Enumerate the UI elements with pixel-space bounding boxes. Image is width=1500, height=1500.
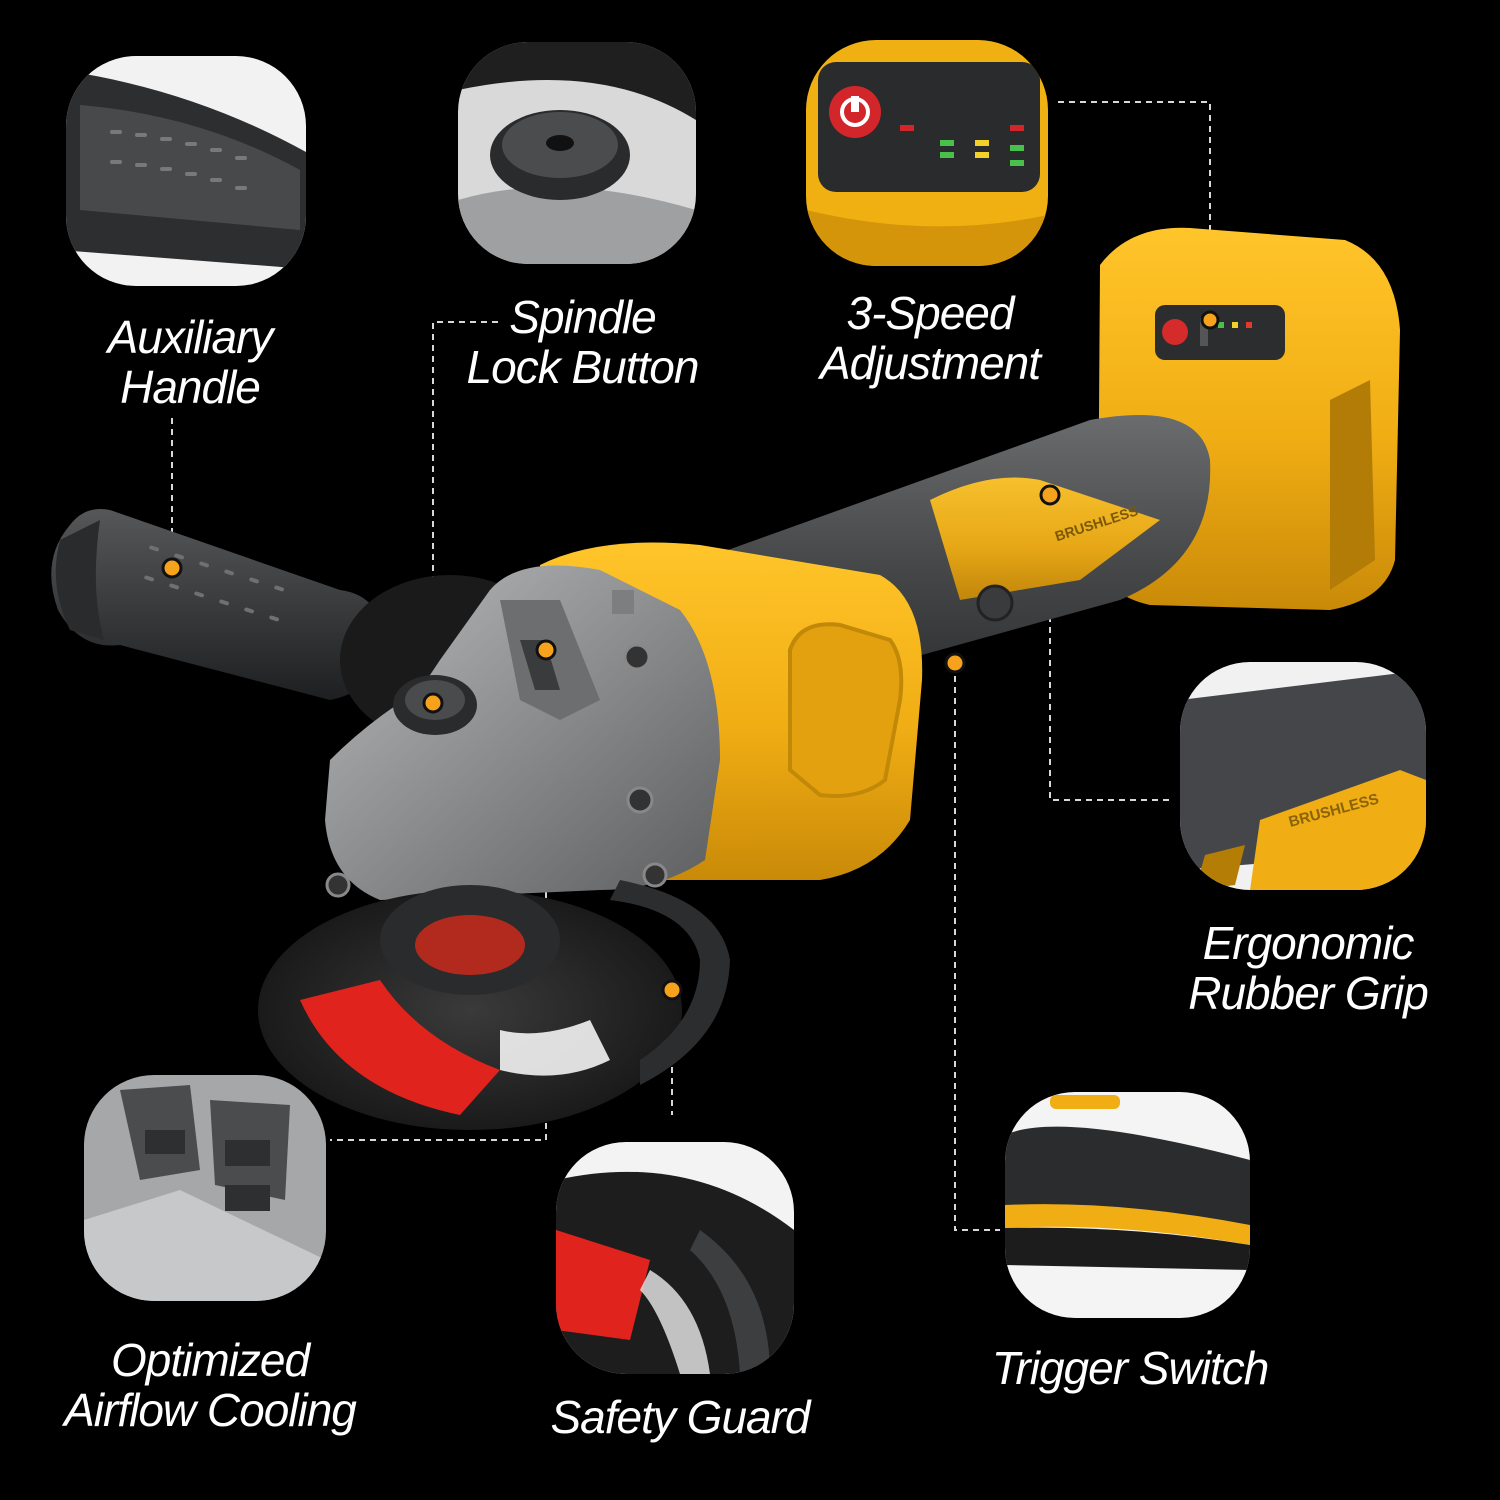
speed-adjustment-thumbnail (806, 40, 1048, 266)
spindle-lock-thumbnail (458, 42, 696, 264)
auxiliary-handle-label: Auxiliary Handle (90, 312, 290, 412)
auxiliary-handle-thumbnail (66, 56, 306, 286)
auxiliary-handle-label-line2: Handle (120, 361, 261, 413)
rubber-grip-label: Ergonomic Rubber Grip (1168, 918, 1448, 1018)
rubber-grip-label-line2: Rubber Grip (1188, 967, 1429, 1019)
airflow-cooling-thumbnail (84, 1075, 326, 1301)
leader-trigger-switch (954, 665, 1000, 1231)
rubber-grip-label-line1: Ergonomic (1202, 917, 1415, 969)
auxiliary-handle-label-line1: Auxiliary (107, 311, 274, 363)
auxiliary-handle-part (51, 509, 385, 700)
safety-guard-label-line1: Safety Guard (550, 1391, 810, 1443)
safety-guard-thumbnail (556, 1142, 794, 1374)
trigger-switch-label: Trigger Switch (970, 1343, 1290, 1393)
rubber-grip-thumbnail: BRUSHLESS (1180, 662, 1426, 890)
speed-adjustment-label: 3-Speed Adjustment (800, 288, 1060, 388)
spindle-lock-label-line2: Lock Button (466, 341, 700, 393)
trigger-switch-thumbnail (1005, 1092, 1250, 1318)
speed-adjustment-label-line1: 3-Speed (846, 287, 1015, 339)
trigger-switch-label-line1: Trigger Switch (991, 1342, 1270, 1394)
airflow-cooling-label-line1: Optimized (110, 1334, 310, 1386)
airflow-cooling-label-line2: Airflow Cooling (64, 1384, 357, 1436)
spindle-lock-label: Spindle Lock Button (450, 292, 715, 392)
spindle-lock-label-line1: Spindle (509, 291, 656, 343)
angle-grinder-illustration: BRUSHLESS (51, 227, 1400, 1130)
safety-guard-label: Safety Guard (530, 1392, 830, 1442)
speed-adjustment-label-line2: Adjustment (819, 337, 1041, 389)
feature-markers (161, 310, 1220, 1001)
leader-airflow-cooling (330, 650, 547, 1141)
airflow-cooling-label: Optimized Airflow Cooling (40, 1335, 380, 1435)
